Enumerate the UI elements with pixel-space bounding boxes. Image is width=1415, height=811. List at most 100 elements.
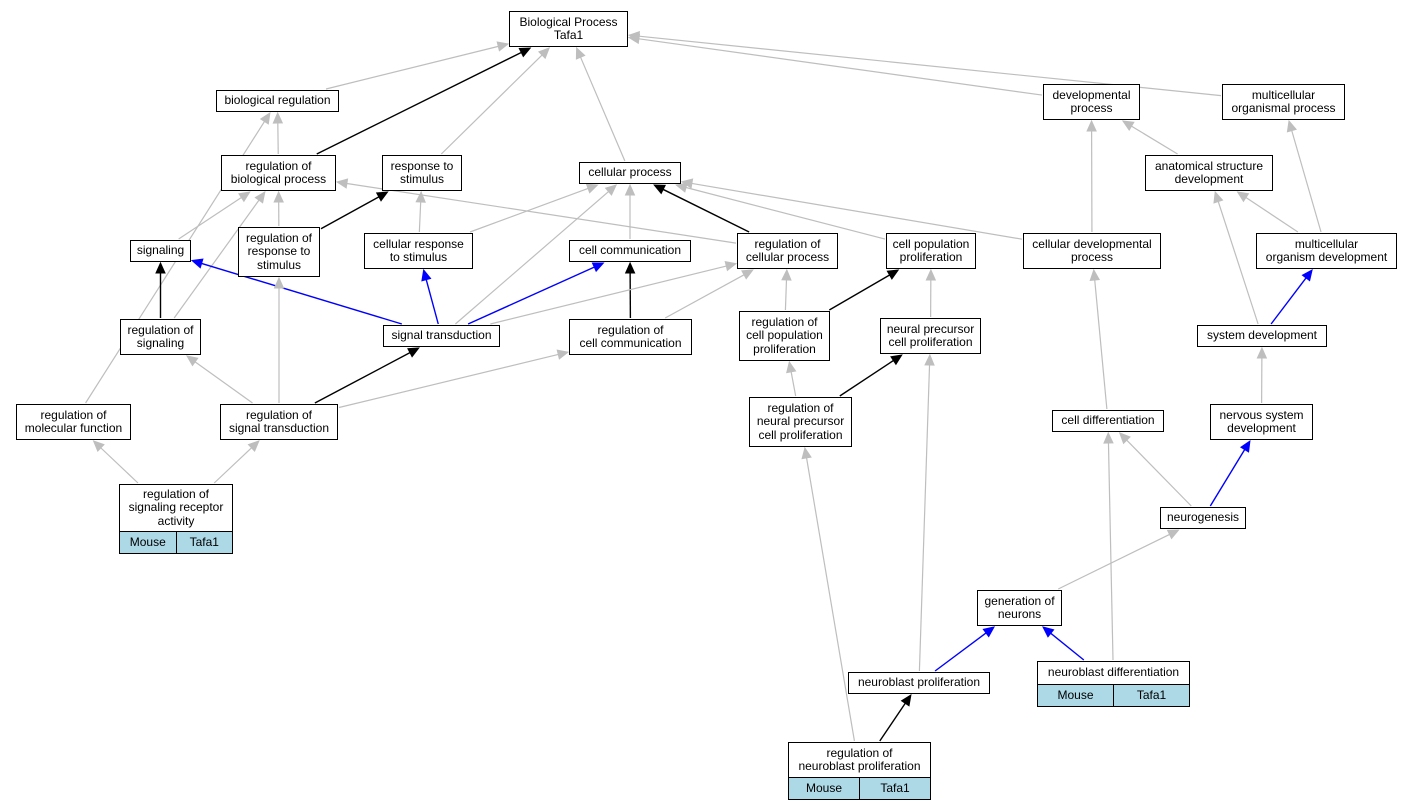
go-term-regulation-of-cellular-process[interactable]: regulation of cellular process [737,233,838,269]
edge-resp-to-root [440,54,543,155]
edge-arrowhead [185,355,199,367]
edge-regcell-to-regbio [346,182,737,244]
go-term-label: cell differentiation [1061,413,1155,428]
go-term-biological-process-tafa1[interactable]: Biological Process Tafa1 [509,11,628,47]
edge-arrowhead [627,30,640,42]
edge-arrowhead [556,349,570,360]
go-term-label: regulation of cellular process [745,236,830,264]
edge-arrowhead [407,347,420,358]
go-term-neural-precursor-cell-proliferation[interactable]: neural precursor cell proliferation [880,318,981,354]
go-term-cellular-response-to-stimulus[interactable]: cellular response to stimulus [364,233,473,269]
edge-arrowhead [982,626,996,638]
edge-arrowhead [415,190,426,203]
go-term-regulation-of-molecular-function[interactable]: regulation of molecular function [16,404,131,440]
go-term-signal-transduction[interactable]: signal transduction [383,325,500,347]
go-term-regulation-of-cell-population-proliferation[interactable]: regulation of cell population proliferat… [739,311,830,361]
edge-sigtrans-to-cellcomm [467,266,595,325]
go-term-system-development[interactable]: system development [1197,325,1327,347]
annotation-species: Mouse [805,780,843,795]
go-term-regulation-of-signaling[interactable]: regulation of signaling [120,319,201,355]
annotation-gene: Tafa1 [175,532,233,553]
edge-arrowhead [624,261,636,274]
edge-arrowhead [653,184,666,195]
edge-neurogenesis-to-celldiff [1126,439,1192,507]
edge-arrowhead [1239,439,1251,453]
edge-arrowhead [1166,529,1180,540]
go-term-cell-differentiation[interactable]: cell differentiation [1052,410,1164,432]
go-term-neuroblast-proliferation[interactable]: neuroblast proliferation [848,672,990,694]
go-term-biological-regulation[interactable]: biological regulation [216,90,339,112]
edge-arrowhead [421,268,432,282]
go-term-multicellular-organism-development[interactable]: multicellular organism development [1256,233,1397,269]
edge-arrowhead [273,190,284,203]
edge-arrowhead [924,353,935,366]
go-term-regulation-of-signaling-receptor-activity[interactable]: regulation of signaling receptor activit… [119,484,233,554]
edge-arrowhead [272,111,284,124]
go-term-generation-of-neurons[interactable]: generation of neurons [977,590,1062,626]
edge-arrowhead [259,111,271,125]
go-term-cellular-process[interactable]: cellular process [579,162,681,184]
go-term-label: regulation of signal transduction [228,407,330,435]
edge-arrowhead [1086,119,1097,132]
edge-arrowhead [680,178,694,189]
go-term-label: response to stimulus [390,158,454,186]
go-term-label: regulation of signaling receptor activit… [128,486,224,528]
edge-arrowhead [496,41,510,52]
go-term-anatomical-structure-development[interactable]: anatomical structure development [1145,155,1273,191]
annotation-gene: Tafa1 [1113,685,1189,706]
go-term-developmental-process[interactable]: developmental process [1043,84,1140,120]
go-term-cell-communication[interactable]: cell communication [569,240,691,262]
edge-arrowhead [1301,269,1313,282]
edge-cellresp-to-resp [418,201,422,233]
go-term-multicellular-organismal-process[interactable]: multicellular organismal process [1222,84,1345,120]
go-term-label: cell communication [578,243,682,258]
edge-arrowhead [1256,346,1268,359]
go-term-label: Biological Process Tafa1 [519,14,618,42]
edge-multidev-to-anat [1245,197,1299,233]
go-term-regulation-of-cell-communication[interactable]: regulation of cell communication [569,319,692,355]
go-term-label: developmental process [1052,87,1131,115]
edge-regcellpop-to-cellpop [828,274,890,311]
edge-arrowhead [1089,268,1101,281]
go-term-label: biological regulation [224,93,331,108]
edge-arrowhead [1286,119,1297,133]
go-term-label: regulation of neural precursor cell prol… [756,400,845,442]
go-term-regulation-of-response-to-stimulus[interactable]: regulation of response to stimulus [238,227,320,277]
edge-sysdev-to-anat [1217,201,1259,325]
edge-regbio-to-root [316,51,522,155]
go-term-response-to-stimulus[interactable]: response to stimulus [382,155,462,191]
edge-arrowhead [1121,120,1135,131]
edge-arrowhead [1118,432,1131,445]
go-term-signaling[interactable]: signaling [130,240,191,262]
edge-arrowhead [786,360,797,374]
edge-arrowhead [155,261,166,274]
go-term-neurogenesis[interactable]: neurogenesis [1160,507,1246,529]
go-term-label: regulation of cell population proliferat… [746,314,823,356]
edge-arrowhead [190,258,204,269]
edge-arrowhead [1213,190,1224,204]
edge-cellresp-to-cellproc [469,187,589,233]
edge-arrowhead [585,183,599,194]
edge-neurogenesis-to-nervdev [1209,449,1246,507]
edge-arrowhead [604,184,618,196]
go-term-label: regulation of signaling [127,322,194,350]
edge-regcomm-to-regcell [664,274,745,319]
go-term-nervous-system-development[interactable]: nervous system development [1210,404,1313,440]
go-term-regulation-of-biological-process[interactable]: regulation of biological process [221,155,336,191]
go-term-regulation-of-neural-precursor-cell-proliferation[interactable]: regulation of neural precursor cell prol… [749,397,852,447]
edge-regsigtrans-to-regcomm [338,353,559,409]
edge-arrowhead [781,268,792,281]
edge-regnbprolif-to-nbprolif [879,702,906,742]
go-term-regulation-of-signal-transduction[interactable]: regulation of signal transduction [220,404,338,440]
edge-sigtrans-to-cellproc [454,191,609,325]
go-term-cellular-developmental-process[interactable]: cellular developmental process [1023,233,1161,269]
edge-nbdiff-to-celldiff [1107,442,1114,661]
edge-sigtrans-to-signaling [201,262,403,325]
go-term-cell-population-proliferation[interactable]: cell population proliferation [886,233,976,269]
edge-arrowhead [247,440,260,453]
